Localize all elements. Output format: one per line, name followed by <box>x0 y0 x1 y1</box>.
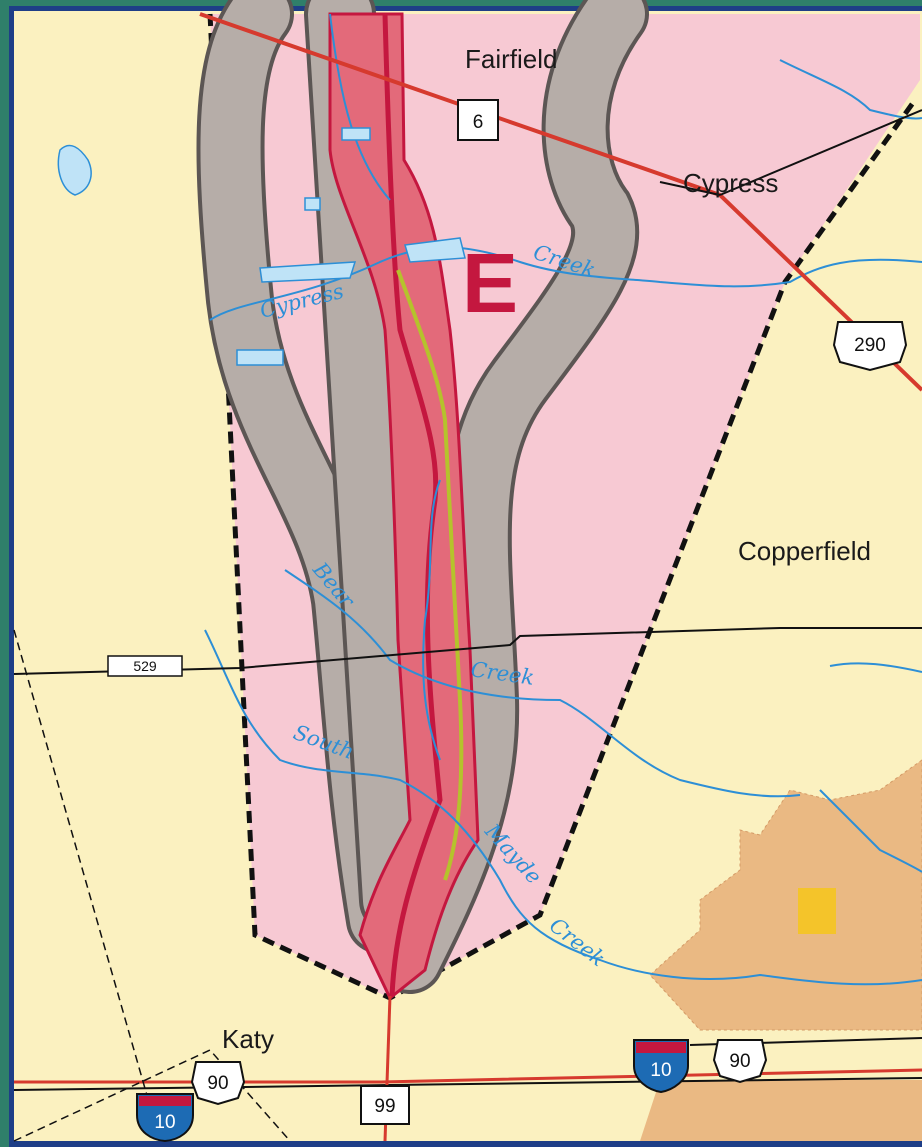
shield-i10-east: 10 <box>633 1039 689 1094</box>
alignment-b <box>396 269 464 881</box>
svg-text:90: 90 <box>729 1051 750 1072</box>
preferred-corridor <box>328 12 480 1001</box>
shield-fm529: 529 <box>107 655 183 677</box>
place-cypress: Cypress <box>683 168 778 198</box>
svg-text:10: 10 <box>650 1060 671 1081</box>
urban-area-south <box>640 1080 922 1141</box>
svg-text:290: 290 <box>854 335 886 356</box>
shield-sh6: 6 <box>457 99 499 141</box>
svg-text:90: 90 <box>207 1073 228 1094</box>
shield-i10-west: 10 <box>136 1093 194 1143</box>
study-area-boundary <box>207 13 918 1001</box>
svg-text:529: 529 <box>133 658 157 674</box>
place-copperfield: Copperfield <box>738 536 871 566</box>
facility-icon <box>798 888 836 934</box>
shield-us290: 290 <box>832 321 908 372</box>
shield-sh99: 99 <box>360 1085 410 1125</box>
place-katy: Katy <box>222 1024 274 1054</box>
svg-text:10: 10 <box>154 1112 175 1133</box>
creek-lines <box>204 13 922 986</box>
svg-text:99: 99 <box>374 1096 395 1117</box>
place-fairfield: Fairfield <box>465 44 557 74</box>
corridor-segment-label: E <box>462 236 518 330</box>
svg-text:6: 6 <box>473 112 484 133</box>
shield-us90-east: 90 <box>712 1039 768 1084</box>
shield-us90-west: 90 <box>190 1061 246 1106</box>
lakes <box>57 127 466 366</box>
